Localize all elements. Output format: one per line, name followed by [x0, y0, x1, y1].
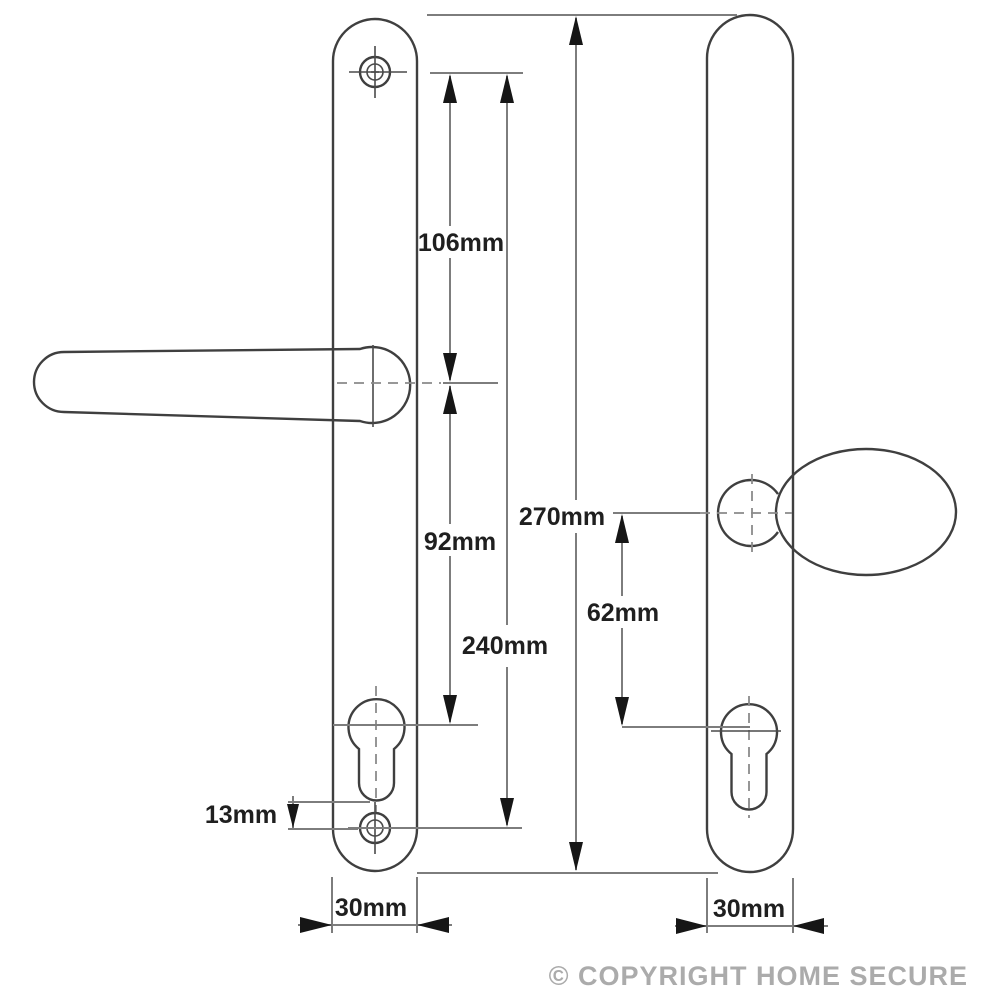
left-backplate: [331, 17, 419, 873]
right-backplate-outline: [705, 13, 795, 874]
dimension-240mm: 240mm: [348, 74, 548, 829]
dimension-92mm: 92mm: [333, 382, 498, 726]
lever-handle: [32, 345, 441, 427]
dimension-106mm: 106mm: [418, 72, 523, 382]
right-backplate: [683, 13, 958, 874]
lever-handle-outline: [32, 345, 412, 425]
dimension-30mm-left: 30mm: [298, 877, 452, 933]
pad-oval-outline: [774, 447, 958, 577]
dimension-30mm-right: 30mm: [675, 878, 828, 934]
pad-handle: [683, 447, 958, 577]
dimension-label-270mm: 270mm: [519, 503, 605, 531]
dimension-label-62mm: 62mm: [587, 599, 659, 627]
copyright-text: © COPYRIGHT HOME SECURE: [549, 961, 968, 991]
dimension-label-13mm: 13mm: [205, 801, 277, 829]
euro-cylinder-keyhole-left: [347, 686, 406, 812]
euro-cylinder-keyhole-right: [711, 696, 781, 818]
dimension-label-30mm-right: 30mm: [713, 895, 785, 923]
dimension-label-30mm-left: 30mm: [335, 894, 407, 922]
dimension-270mm: 270mm: [417, 14, 737, 874]
dimension-label-92mm: 92mm: [424, 528, 496, 556]
dimension-62mm: 62mm: [587, 512, 750, 728]
dimension-13mm: 13mm: [205, 796, 370, 830]
left-backplate-outline: [331, 17, 419, 873]
top-screw-hole: [349, 46, 407, 98]
dimension-label-240mm: 240mm: [462, 632, 548, 660]
dimension-label-106mm: 106mm: [418, 229, 504, 257]
